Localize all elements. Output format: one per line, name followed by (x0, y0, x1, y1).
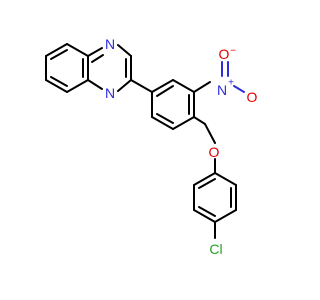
ether-bond-upper (193, 116, 206, 125)
nitro-group (193, 61, 245, 93)
nitrophenyl-ring (151, 79, 195, 130)
atom-n2: N (105, 85, 115, 101)
pyrazine-ring (87, 44, 132, 92)
atom-ether-o: O (209, 144, 220, 160)
chlorophenyl-ring (193, 172, 237, 223)
nitro-minus-charge: − (230, 46, 236, 57)
atom-nitro-o-top: O (219, 46, 230, 62)
atom-nitro-n: N (217, 82, 227, 98)
atom-nitro-o-right: O (247, 89, 258, 105)
ether-bond-mid (204, 123, 216, 144)
benzo-ring (45, 43, 89, 93)
nitro-plus-charge: + (228, 78, 234, 89)
atom-cl: Cl (209, 241, 222, 257)
atom-n1: N (105, 36, 115, 52)
biaryl-bond (130, 79, 153, 93)
molecule-structure: N N N + O − O O (45, 36, 258, 257)
